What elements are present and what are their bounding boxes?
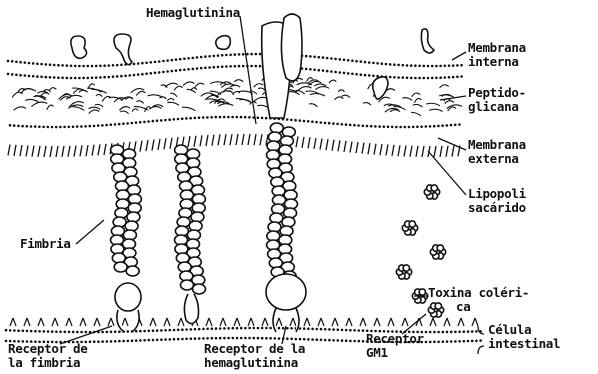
hemaglutinina-rod-2 bbox=[281, 14, 302, 81]
adhesion-structures bbox=[71, 14, 446, 332]
toxina-flower-3 bbox=[396, 265, 411, 279]
fimbria-2 bbox=[175, 145, 206, 294]
fimbria-1 bbox=[111, 145, 142, 276]
intestinal-cell-ticks bbox=[10, 318, 478, 326]
toxina-flower-1 bbox=[402, 221, 417, 235]
fimbria-1-stalk bbox=[117, 310, 139, 332]
peptidoglycan-layer bbox=[12, 78, 462, 116]
toxina-flower-2 bbox=[430, 245, 445, 259]
hemaglutinina-tip bbox=[266, 274, 306, 310]
fimbria-2-stalk bbox=[184, 294, 198, 324]
membrane-protein-3 bbox=[421, 29, 434, 53]
membrane-protein-1 bbox=[114, 34, 132, 65]
label-hemaglutinina: Hemaglutinina bbox=[146, 6, 240, 20]
membrane-protein-2 bbox=[216, 36, 231, 50]
label-membrana-externa: Membrana externa bbox=[468, 138, 526, 166]
outer-membrane-top-dots bbox=[9, 116, 461, 129]
membrane-protein-4 bbox=[373, 77, 388, 99]
label-celula-intestinal: Célula intestinal bbox=[488, 323, 560, 351]
label-fimbria: Fimbria bbox=[20, 237, 71, 251]
fimbria-1-tip bbox=[115, 283, 141, 311]
label-membrana-interna: Membrana interna bbox=[468, 41, 526, 69]
label-receptor-fimbria: Receptor de la fimbria bbox=[8, 342, 87, 370]
leader-fimbria bbox=[76, 220, 104, 244]
label-receptor-hemaglutinina: Receptor de la hemaglutinina bbox=[204, 342, 305, 370]
toxina-flower-0 bbox=[424, 185, 439, 199]
label-toxina-colerica: Toxina coléri- ca bbox=[428, 286, 529, 314]
membrane-layers bbox=[5, 53, 482, 344]
membrane-protein-0 bbox=[71, 36, 87, 58]
leader-membrana-interna bbox=[452, 52, 466, 60]
fimbria-3-hemaglutinina bbox=[267, 123, 298, 290]
label-peptidoglicana: Peptido- glicana bbox=[468, 86, 526, 114]
outer-membrane-ticks bbox=[8, 134, 460, 157]
label-receptor-gm1: Receptor GM1 bbox=[366, 332, 424, 360]
label-lipopolisacarido: Lipopoli sacárido bbox=[468, 187, 526, 215]
leader-hemaglutinina bbox=[240, 16, 256, 124]
